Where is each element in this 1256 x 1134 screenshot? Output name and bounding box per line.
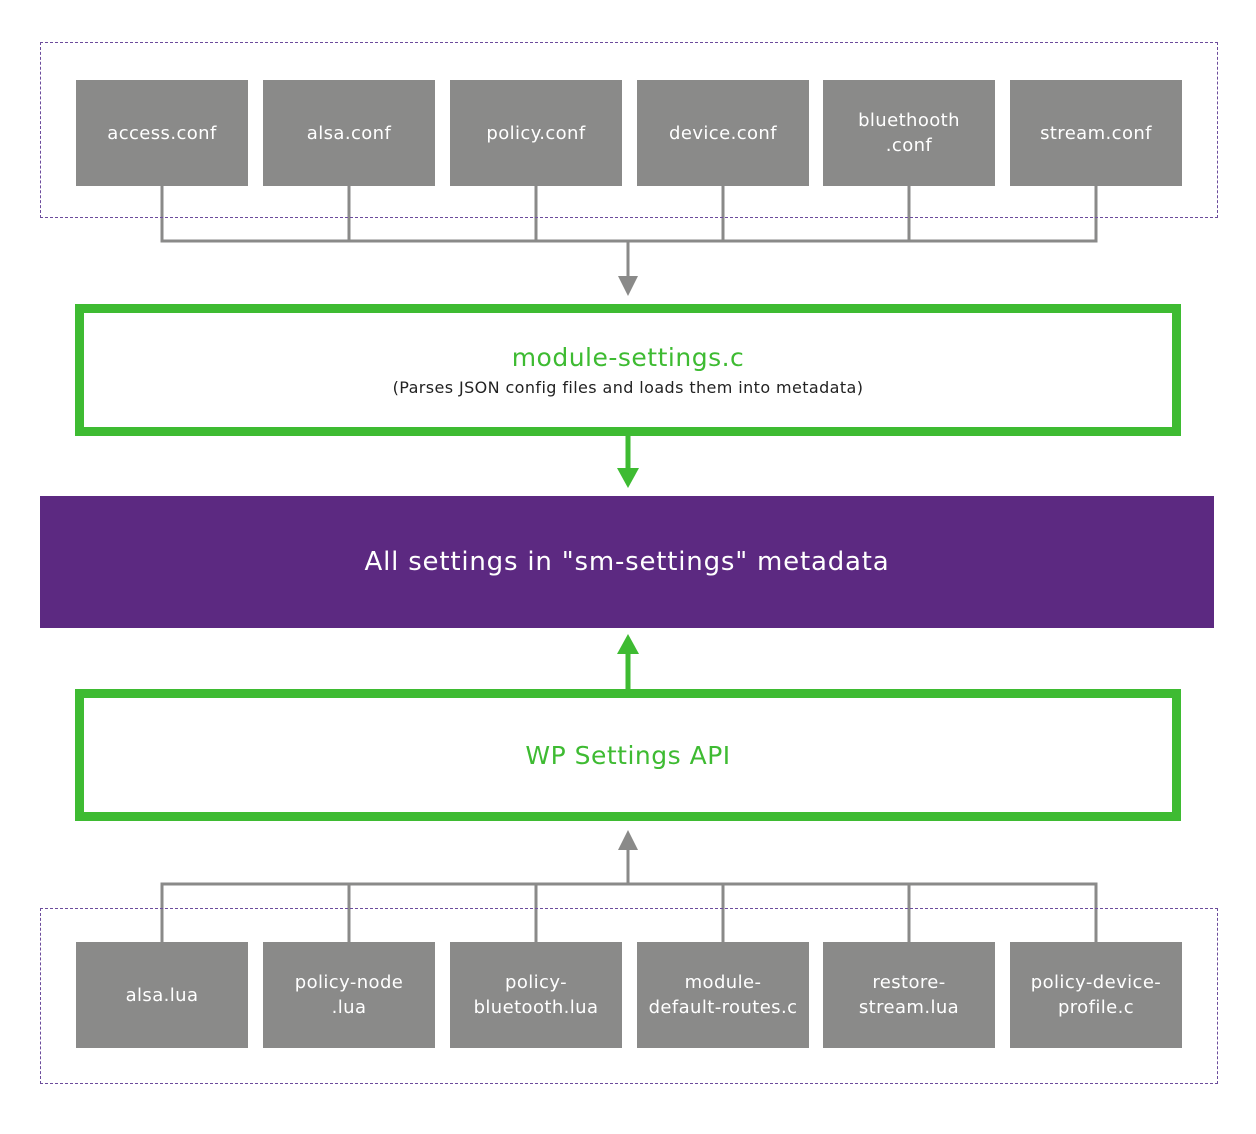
config-file-bluetooth: bluethooth .conf — [823, 80, 995, 186]
down-arrow-to-metadata — [617, 468, 639, 488]
config-files-group — [40, 42, 1218, 218]
config-file-access: access.conf — [76, 80, 248, 186]
script-file-device-profile: policy-device- profile.c — [1010, 942, 1182, 1048]
script-file-policy-node: policy-node .lua — [263, 942, 435, 1048]
up-arrow-to-api — [618, 830, 638, 850]
config-file-alsa: alsa.conf — [263, 80, 435, 186]
consumer-files-group — [40, 908, 1218, 1084]
script-file-default-routes: module- default-routes.c — [637, 942, 809, 1048]
up-arrow-to-metadata — [617, 634, 639, 654]
script-file-policy-bluetooth: policy- bluetooth.lua — [450, 942, 622, 1048]
metadata-label: All settings in "sm-settings" metadata — [364, 547, 890, 577]
script-file-restore-stream: restore- stream.lua — [823, 942, 995, 1048]
script-file-alsa-lua: alsa.lua — [76, 942, 248, 1048]
metadata-box: All settings in "sm-settings" metadata — [40, 496, 1214, 628]
config-file-stream: stream.conf — [1010, 80, 1182, 186]
config-file-device: device.conf — [637, 80, 809, 186]
settings-api-title: WP Settings API — [525, 740, 731, 770]
config-file-policy: policy.conf — [450, 80, 622, 186]
module-settings-subtitle: (Parses JSON config files and loads them… — [392, 378, 864, 397]
settings-api-box: WP Settings API — [75, 689, 1181, 821]
down-arrow-to-module — [618, 276, 638, 296]
module-settings-box: module-settings.c (Parses JSON config fi… — [75, 304, 1181, 436]
module-settings-title: module-settings.c — [511, 343, 745, 372]
